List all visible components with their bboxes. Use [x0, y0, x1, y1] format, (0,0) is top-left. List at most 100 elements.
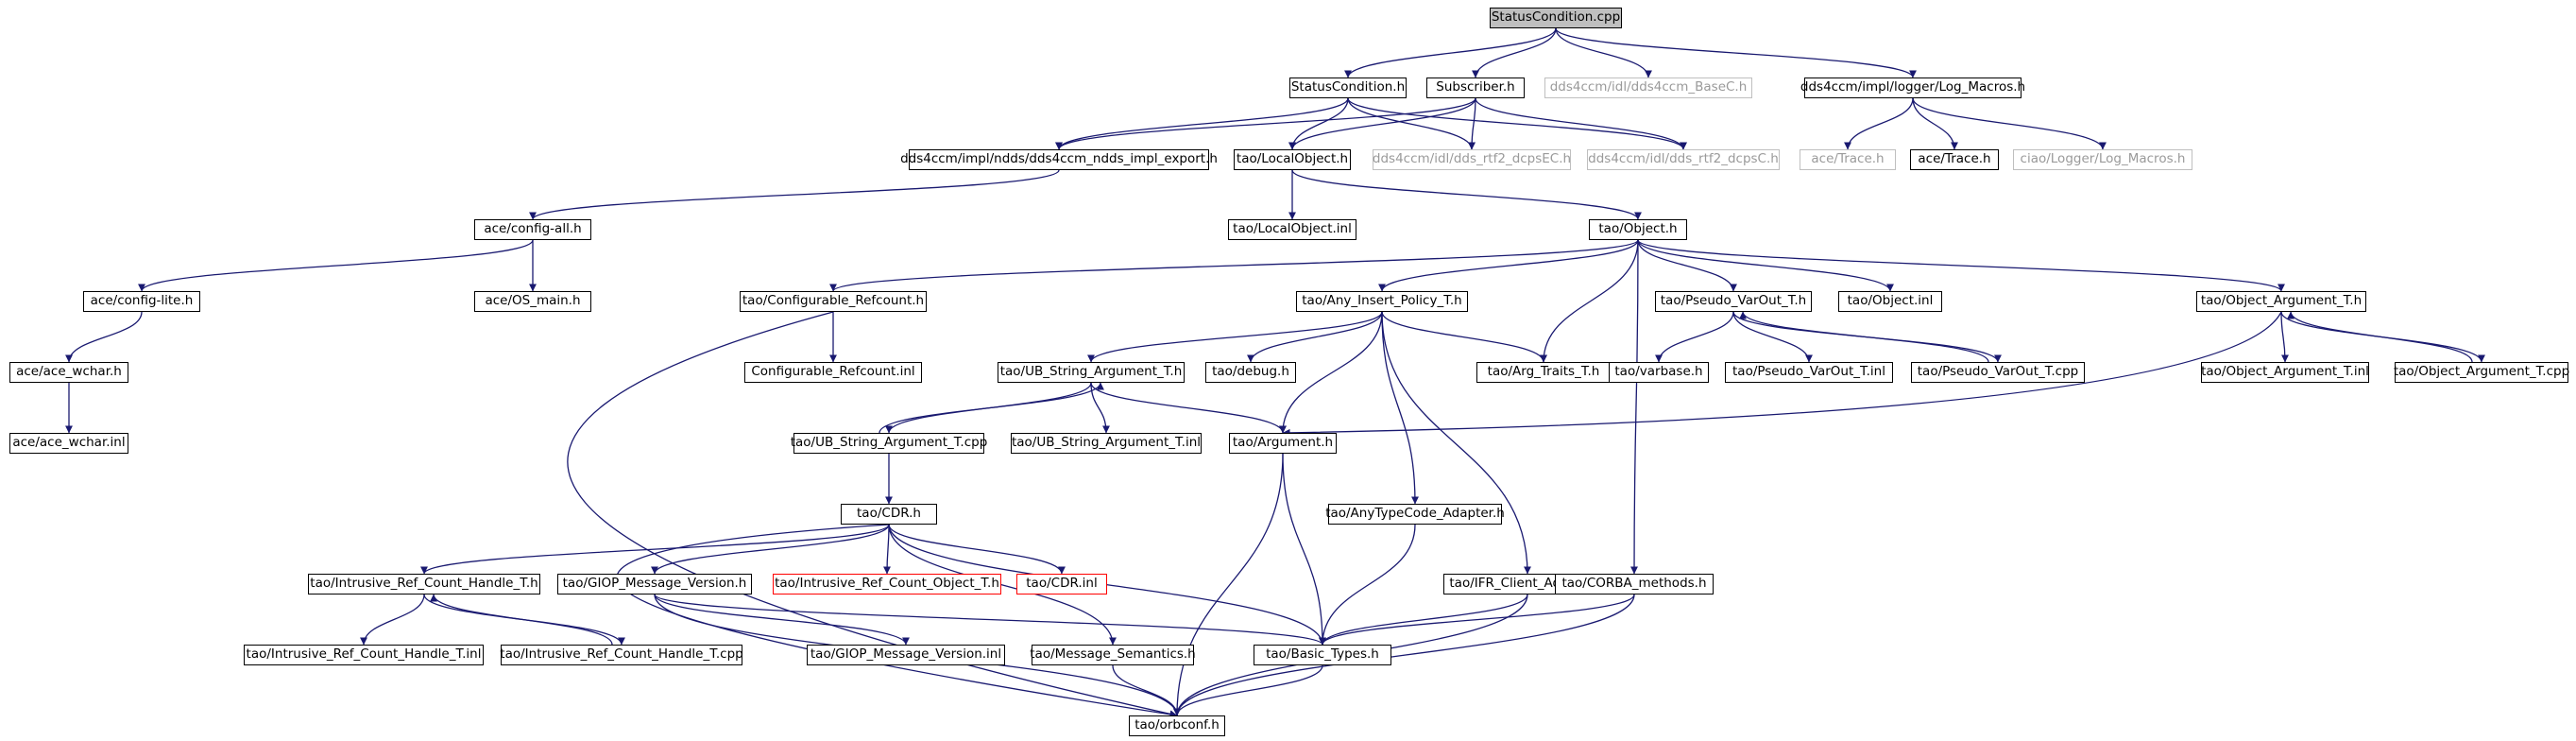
node-missing: dds4ccm/idl/dds_rtf2_dcpsEC.h: [1373, 149, 1571, 170]
dependency-edge: [829, 239, 1639, 292]
dependency-edge: [1347, 97, 1476, 150]
node[interactable]: dds4ccm/impl/logger/Log_Macros.h: [1800, 78, 2025, 98]
node[interactable]: tao/Pseudo_VarOut_T.inl: [1725, 362, 1893, 383]
node-truncated[interactable]: tao/Intrusive_Ref_Count_Object_T.h: [773, 574, 1001, 595]
node[interactable]: tao/Pseudo_VarOut_T.cpp: [1911, 362, 2085, 383]
node[interactable]: tao/UB_String_Argument_T.h: [998, 362, 1185, 383]
node[interactable]: tao/orbconf.h: [1129, 715, 1225, 736]
node[interactable]: tao/UB_String_Argument_T.cpp: [791, 433, 987, 454]
dependency-edge: [879, 382, 1104, 434]
dependency-edge: [1288, 97, 1476, 150]
node[interactable]: tao/Pseudo_VarOut_T.h: [1655, 291, 1812, 312]
dependency-edge: [2280, 311, 2289, 363]
dependency-edge: [1282, 311, 2282, 437]
node[interactable]: StatusCondition.h: [1289, 78, 1407, 98]
node[interactable]: tao/Object_Argument_T.inl: [2201, 362, 2369, 383]
dependency-edge: [1319, 524, 1416, 646]
node[interactable]: tao/AnyTypeCode_Adapter.h: [1325, 504, 1505, 525]
node[interactable]: tao/Intrusive_Ref_Count_Handle_T.inl: [244, 645, 484, 665]
node[interactable]: ace/config-lite.h: [83, 291, 200, 312]
node[interactable]: tao/Basic_Types.h: [1254, 645, 1391, 665]
dependency-edge: [1055, 97, 1349, 150]
node[interactable]: tao/Object.inl: [1838, 291, 1942, 312]
node-missing: ciao/Logger/Log_Macros.h: [2013, 149, 2192, 170]
dependency-edge: [1732, 311, 1813, 363]
node[interactable]: dds4ccm/impl/ndds/dds4ccm_ndds_impl_expo…: [900, 149, 1218, 170]
dependency-edge: [1291, 169, 1642, 220]
node[interactable]: tao/Object_Argument_T.cpp: [2394, 362, 2569, 383]
dependency-edges: [65, 27, 2485, 718]
node[interactable]: ace/ace_wchar.h: [9, 362, 128, 383]
dependency-edge: [651, 524, 890, 575]
dependency-edge: [1912, 97, 1958, 150]
dependency-edge: [1739, 311, 1989, 363]
dependency-edge: [1912, 97, 2107, 150]
dependency-edge: [1637, 239, 1894, 292]
dependency-edge: [1344, 27, 1557, 78]
dependency-edge: [138, 239, 534, 292]
dependency-edge: [1347, 97, 1687, 150]
node[interactable]: tao/CORBA_methods.h: [1555, 574, 1714, 595]
node[interactable]: tao/Any_Insert_Policy_T.h: [1296, 291, 1468, 312]
dependency-edge: [1381, 311, 1547, 363]
node-missing: ace/Trace.h: [1800, 149, 1896, 170]
dependency-edge: [1288, 97, 1349, 150]
node[interactable]: tao/LocalObject.h: [1234, 149, 1351, 170]
node[interactable]: ace/ace_wchar.inl: [9, 433, 128, 454]
node[interactable]: tao/Object_Argument_T.h: [2196, 291, 2366, 312]
node[interactable]: tao/LocalObject.inl: [1228, 219, 1356, 240]
dependency-edge: [1090, 382, 1110, 434]
dependency-edge: [1540, 239, 1639, 363]
node[interactable]: tao/Object.h: [1589, 219, 1687, 240]
node[interactable]: tao/varbase.h: [1609, 362, 1709, 383]
dependency-edge: [1381, 311, 1419, 505]
dependency-edge: [1173, 453, 1284, 716]
node[interactable]: tao/GIOP_Message_Version.h: [557, 574, 752, 595]
dependency-edge: [1055, 97, 1476, 150]
dependency-edge: [1087, 311, 1383, 363]
dependency-edge: [1279, 311, 1383, 434]
dependency-edge: [888, 524, 1066, 575]
dependency-edge: [654, 594, 1326, 646]
dependency-edge: [1282, 453, 1326, 646]
dependency-edge: [1555, 27, 1652, 78]
dependency-edge: [1247, 311, 1383, 363]
dependency-edge: [1381, 311, 1531, 575]
node[interactable]: tao/GIOP_Message_Version.inl: [807, 645, 1005, 665]
node[interactable]: tao/Intrusive_Ref_Count_Handle_T.h: [308, 574, 540, 595]
dependency-edge: [1844, 97, 1914, 150]
node[interactable]: Subscriber.h: [1426, 78, 1525, 98]
node-missing: dds4ccm/idl/dds_rtf2_dcpsC.h: [1587, 149, 1780, 170]
dependency-edge: [529, 169, 1060, 220]
node[interactable]: tao/Intrusive_Ref_Count_Handle_T.cpp: [500, 645, 743, 665]
dependency-edge: [2287, 311, 2473, 363]
dependency-edge: [1630, 239, 1639, 575]
dependency-edge: [883, 524, 892, 575]
node[interactable]: tao/Argument.h: [1229, 433, 1337, 454]
node[interactable]: tao/Message_Semantics.h: [1030, 645, 1196, 665]
dependency-edge: [1378, 239, 1639, 292]
node[interactable]: ace/config-all.h: [474, 219, 591, 240]
node[interactable]: tao/debug.h: [1205, 362, 1296, 383]
node[interactable]: tao/Arg_Traits_T.h: [1476, 362, 1611, 383]
node[interactable]: tao/Configurable_Refcount.h: [740, 291, 927, 312]
dependency-edge: [1173, 594, 1635, 716]
dependency-edge: [654, 594, 910, 646]
node[interactable]: ace/Trace.h: [1910, 149, 1999, 170]
node[interactable]: ace/OS_main.h: [474, 291, 591, 312]
node[interactable]: tao/UB_String_Argument_T.inl: [1011, 433, 1202, 454]
node-root: StatusCondition.cpp: [1490, 8, 1622, 28]
dependency-edge: [1655, 311, 1734, 363]
dependency-edge: [1555, 27, 1917, 78]
dependency-edge: [1637, 239, 1737, 292]
dependency-edge: [420, 524, 890, 575]
dependency-edge: [1472, 27, 1557, 78]
dependency-edge: [360, 594, 425, 646]
dependency-edge: [1319, 594, 1635, 646]
node-truncated[interactable]: tao/CDR.inl: [1016, 574, 1107, 595]
node[interactable]: Configurable_Refcount.inl: [744, 362, 922, 383]
node[interactable]: tao/CDR.h: [841, 504, 937, 525]
dependency-edge: [65, 311, 143, 363]
dependency-edge: [1468, 97, 1476, 150]
dependency-edge: [616, 524, 1178, 718]
